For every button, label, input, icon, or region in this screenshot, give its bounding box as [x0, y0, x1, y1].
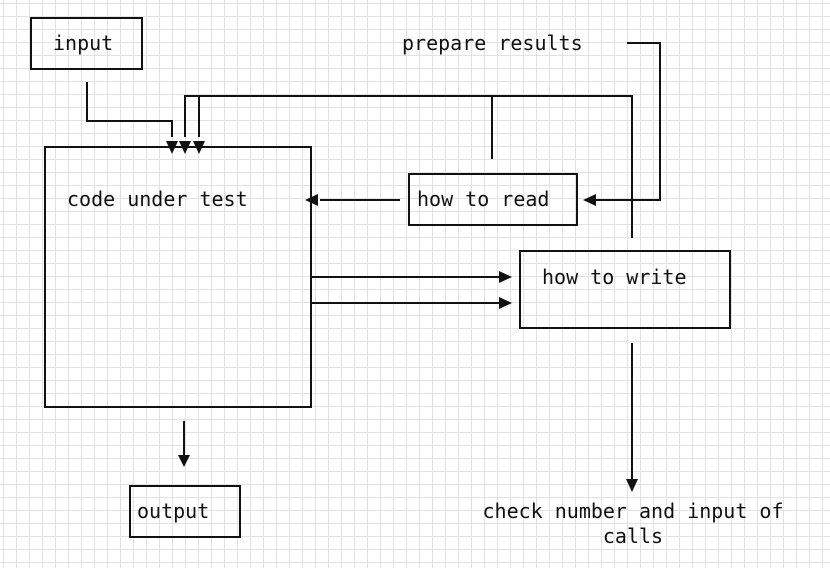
- how-to-write-box: [519, 250, 731, 329]
- input-box: [30, 17, 143, 70]
- arrowhead-input: [166, 141, 178, 154]
- connector-read-to-code: [184, 95, 493, 159]
- prepare-results-label: prepare results: [402, 31, 583, 55]
- check-calls-label-line1: check number and input of: [482, 499, 784, 523]
- input-label: input: [53, 31, 114, 55]
- arrowhead-into-check: [626, 479, 638, 492]
- arrowhead-into-read: [583, 194, 596, 206]
- code-under-test-box: [44, 146, 312, 408]
- arrowhead-into-write-1: [499, 271, 512, 283]
- arrowhead-into-write-2: [499, 297, 512, 309]
- connector-write-to-code: [198, 95, 633, 238]
- code-under-test-label: code under test: [67, 187, 248, 211]
- arrowhead-into-output: [178, 455, 190, 467]
- connector-prepare-results: [596, 42, 661, 201]
- output-label: output: [137, 499, 210, 523]
- check-calls-label-line2: calls: [602, 524, 664, 548]
- arrowhead-write: [193, 141, 205, 154]
- how-to-write-label: how to write: [542, 265, 687, 289]
- how-to-read-label: how to read: [417, 187, 550, 211]
- arrowhead-into-code: [305, 194, 318, 206]
- how-to-read-box: [408, 173, 578, 226]
- arrowhead-read: [179, 141, 191, 154]
- connector-input-to-code: [86, 82, 173, 137]
- output-box: [129, 485, 241, 538]
